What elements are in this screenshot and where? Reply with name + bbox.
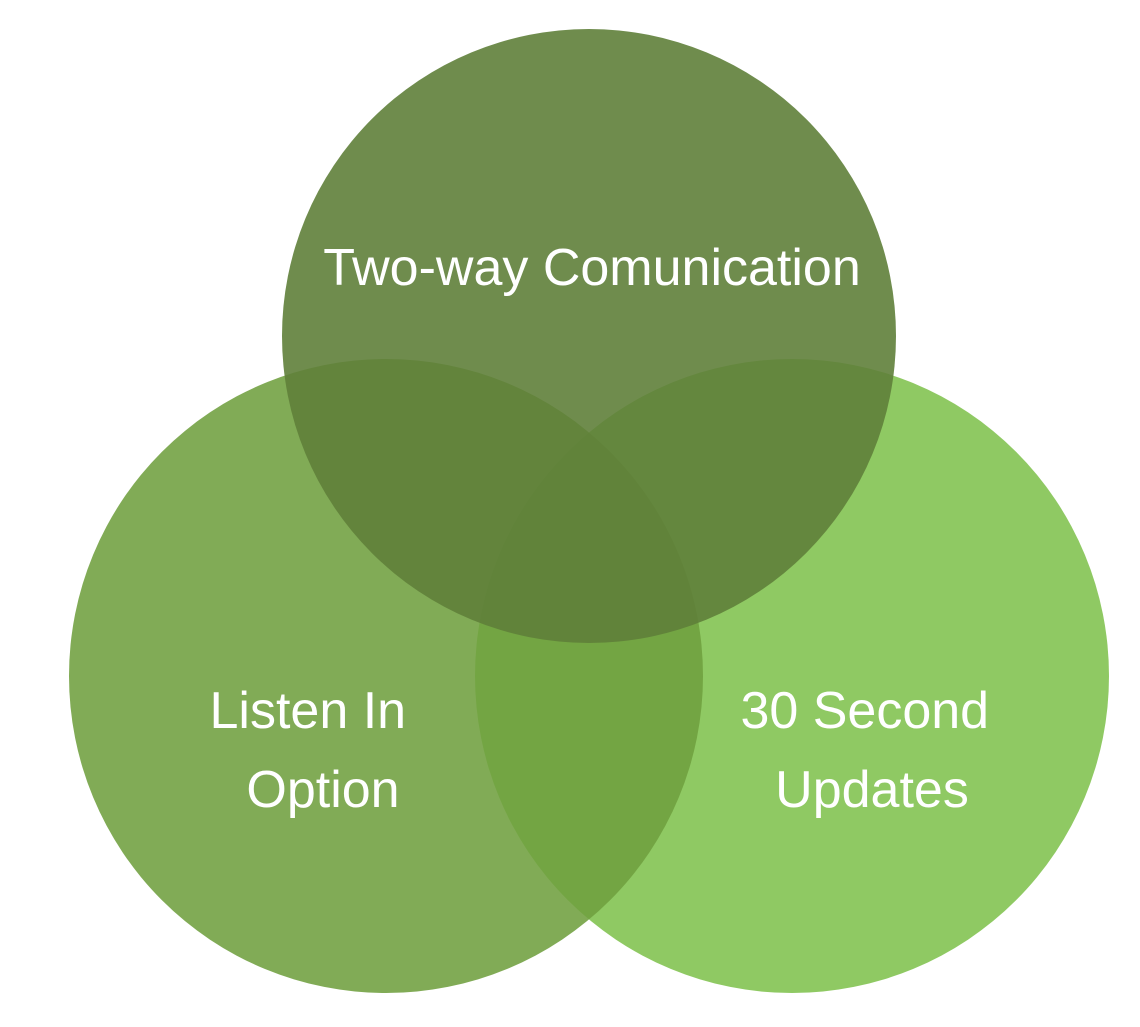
circle-top	[282, 29, 896, 643]
label-right-line-1: 30 Second	[740, 682, 989, 740]
label-right-line-2: Updates	[775, 761, 969, 819]
label-top: Two-way Comunication	[323, 239, 861, 297]
label-left-line-1: Listen In	[209, 682, 406, 740]
label-right: 30 Second Updates	[740, 682, 1003, 819]
label-left: Listen In Option	[209, 682, 420, 819]
label-top-line-1: Two-way Comunication	[323, 239, 861, 297]
label-left-line-2: Option	[246, 761, 399, 819]
